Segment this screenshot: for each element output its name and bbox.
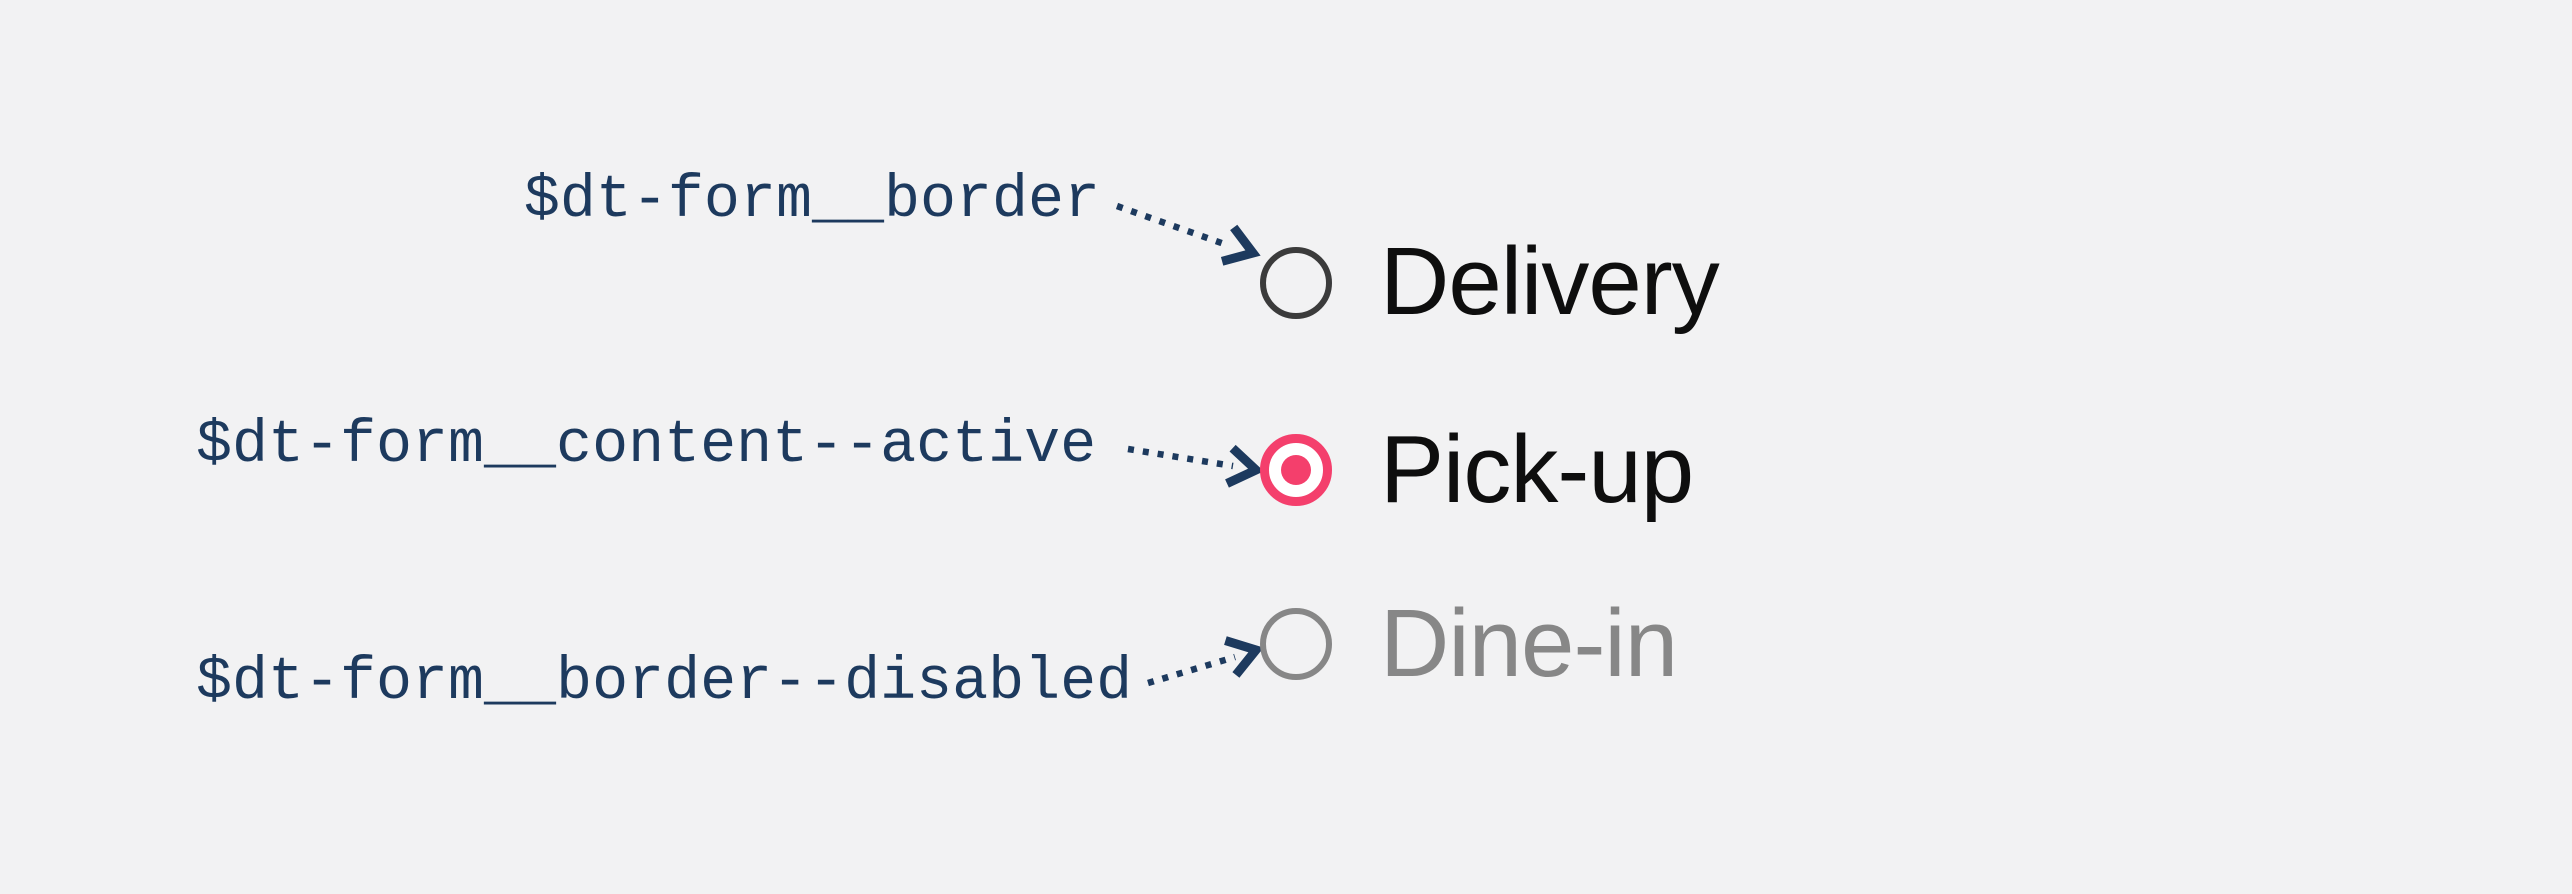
radio-label-dinein: Dine-in — [1380, 590, 1678, 697]
annotation-arrow-delivery-border — [1115, 202, 1261, 266]
annotation-arrow-dinein-border — [1147, 636, 1264, 687]
token-label-form-border-disabled: $dt-form__border--disabled — [196, 649, 1133, 717]
radio-button-dinein — [1260, 608, 1332, 680]
token-label-form-border: $dt-form__border — [523, 167, 1100, 235]
radio-button-pickup[interactable] — [1260, 434, 1332, 506]
radio-selected-dot — [1281, 455, 1311, 485]
radio-label-delivery[interactable]: Delivery — [1380, 228, 1720, 335]
token-label-form-content-active: $dt-form__content--active — [196, 412, 1097, 480]
radio-button-delivery[interactable] — [1260, 247, 1332, 319]
radio-label-pickup[interactable]: Pick-up — [1380, 416, 1694, 523]
annotation-arrow-pickup-content — [1127, 444, 1264, 488]
